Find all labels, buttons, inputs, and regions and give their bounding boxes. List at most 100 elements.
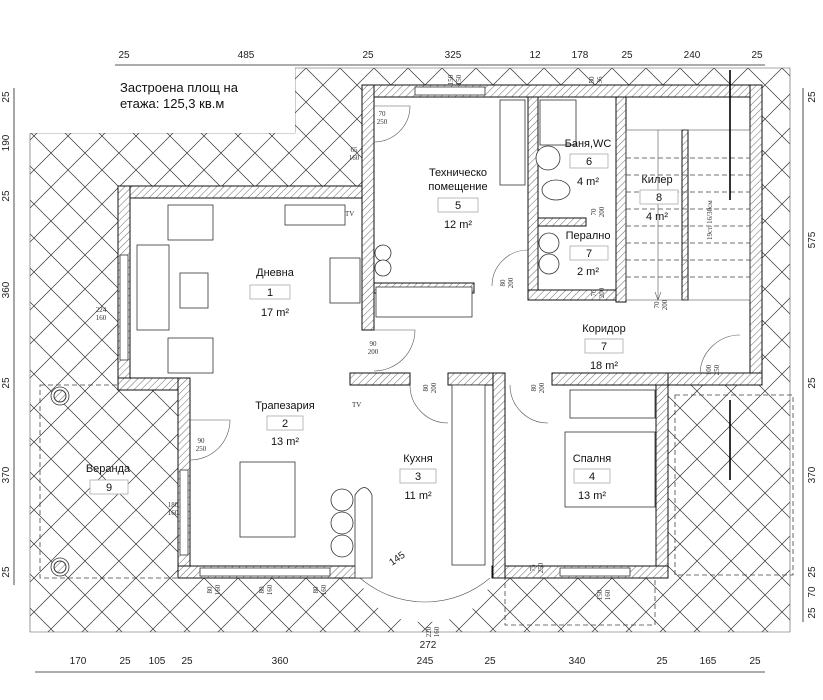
svg-text:Коридор: Коридор [582,323,625,335]
svg-text:17 m²: 17 m² [261,307,289,319]
room-bedroom: Спалня 4 13 m² [573,453,612,502]
door-swings [189,105,741,461]
svg-text:36: 36 [596,76,604,84]
svg-text:25: 25 [656,656,668,667]
window [199,567,331,577]
svg-text:80: 80 [499,279,507,287]
svg-text:помещение: помещение [428,181,487,193]
room-kitchen: Кухня 3 11 m² [399,453,437,502]
staircase: 19ст. 16/30см [625,70,751,480]
svg-text:Дневна: Дневна [256,267,295,279]
stair-label: 19ст. 16/30см [706,200,714,240]
svg-text:Спалня: Спалня [573,453,612,465]
svg-text:25: 25 [807,607,818,619]
svg-text:80: 80 [312,586,320,594]
dimension-bottom: 170 25 105 25 360 245 25 340 25 165 25 [35,656,765,673]
room-dining: Трапезария 2 13 m² [255,400,315,448]
svg-text:370: 370 [1,466,12,483]
svg-text:70: 70 [379,110,387,118]
svg-text:190: 190 [1,134,12,151]
svg-text:13 m²: 13 m² [578,490,606,502]
svg-text:5: 5 [455,200,461,212]
svg-text:2: 2 [282,418,288,430]
column-icon [50,557,70,577]
svg-text:4 m²: 4 m² [577,176,599,188]
svg-text:200: 200 [430,382,438,393]
svg-text:25: 25 [118,50,130,61]
svg-text:25: 25 [1,377,12,389]
svg-text:1: 1 [267,287,273,299]
built-area-line1: Застроена площ на [120,80,239,95]
svg-text:2 m²: 2 m² [577,266,599,278]
svg-text:245: 245 [417,656,434,667]
svg-text:25: 25 [807,566,818,578]
svg-text:25: 25 [621,50,633,61]
svg-text:90: 90 [198,437,206,445]
svg-text:7: 7 [601,341,607,353]
svg-text:4 m²: 4 m² [646,211,668,223]
room-veranda: Веранда 9 [86,463,131,495]
dimension-top: 25 485 25 325 12 178 25 240 25 [115,50,765,66]
svg-text:25: 25 [751,50,763,61]
svg-text:18 m²: 18 m² [590,360,618,372]
svg-text:Кухня: Кухня [403,453,432,465]
svg-text:165: 165 [700,656,717,667]
svg-text:200: 200 [538,382,546,393]
svg-text:105: 105 [149,656,166,667]
svg-text:70: 70 [590,208,598,216]
svg-text:13 m²: 13 m² [271,436,299,448]
room-technical: Техническо помещение 5 12 m² [428,167,487,231]
svg-text:25: 25 [181,656,193,667]
svg-text:240: 240 [684,50,701,61]
room-bathroom: Баня,WC 6 4 m² [565,138,612,188]
svg-text:Веранда: Веранда [86,463,131,475]
svg-text:575: 575 [807,231,818,248]
dimension-left: 25 190 25 360 25 370 25 [1,88,15,585]
svg-text:11 m²: 11 m² [404,490,432,502]
svg-text:Техническо: Техническо [429,167,487,179]
svg-text:8: 8 [656,192,662,204]
svg-text:25: 25 [362,50,374,61]
svg-text:360: 360 [272,656,289,667]
svg-text:70: 70 [590,289,598,297]
tv-label: TV [352,401,361,409]
svg-text:Трапезария: Трапезария [255,400,315,412]
svg-text:25: 25 [1,190,12,202]
svg-text:160: 160 [433,626,441,637]
svg-text:4: 4 [589,471,595,483]
svg-text:160: 160 [604,589,612,600]
svg-text:Килер: Килер [641,174,672,186]
svg-text:325: 325 [445,50,462,61]
svg-text:250: 250 [537,562,545,573]
room-corridor: Коридор 7 18 m² [582,323,625,372]
svg-text:200: 200 [598,206,606,217]
svg-text:160: 160 [349,154,360,162]
svg-text:80: 80 [206,586,214,594]
svg-text:178: 178 [572,50,589,61]
svg-text:250: 250 [196,445,207,453]
svg-text:25: 25 [1,566,12,578]
window [119,254,129,361]
svg-text:150: 150 [596,589,604,600]
svg-text:25: 25 [119,656,131,667]
svg-text:6: 6 [586,156,592,168]
svg-text:80: 80 [422,384,430,392]
terrace-outline-right [674,394,794,576]
svg-text:70: 70 [653,301,661,309]
svg-text:150: 150 [455,74,463,85]
svg-text:65: 65 [351,146,359,154]
svg-text:100: 100 [705,364,713,375]
svg-text:250: 250 [377,118,388,126]
svg-text:80: 80 [530,384,538,392]
bay-width: 272 [420,640,437,651]
svg-text:200: 200 [661,299,669,310]
svg-text:70: 70 [807,586,818,598]
svg-text:340: 340 [569,656,586,667]
room-laundry: Перално 7 2 m² [566,230,611,278]
window [414,86,486,96]
svg-text:9: 9 [106,482,112,494]
svg-text:160: 160 [320,584,328,595]
svg-text:25: 25 [1,91,12,103]
svg-text:75: 75 [529,564,537,572]
